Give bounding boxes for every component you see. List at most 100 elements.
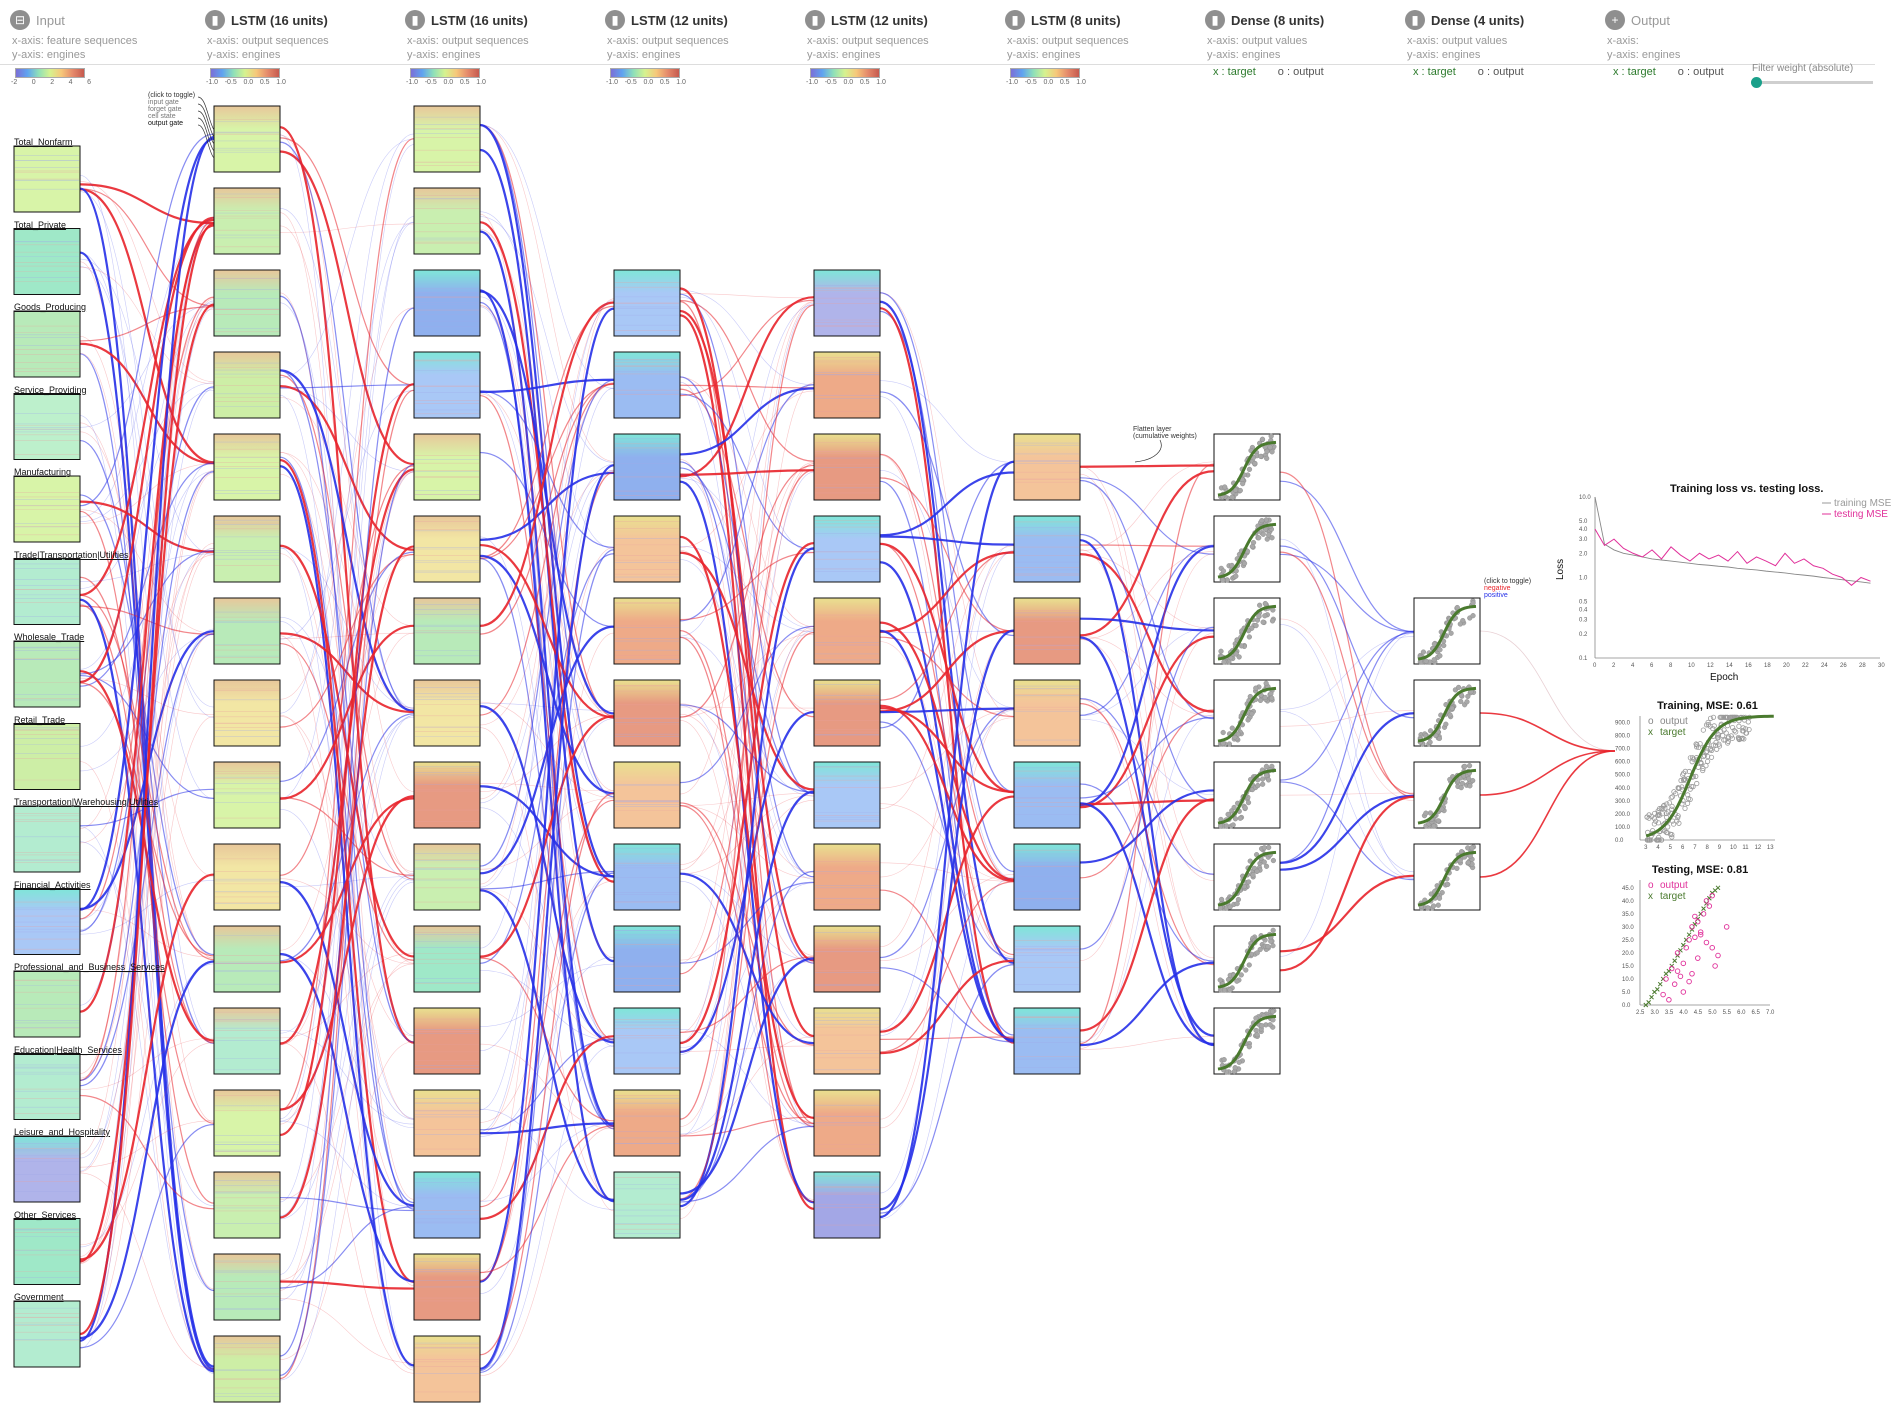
activation-heatmap[interactable] xyxy=(213,1089,281,1157)
trash-icon[interactable]: ▮ xyxy=(805,10,825,30)
activation-heatmap[interactable] xyxy=(213,679,281,747)
input-feature-label[interactable]: Trade|Transportation|Utilities xyxy=(14,549,129,560)
activation-heatmap[interactable] xyxy=(613,433,681,501)
activation-heatmap[interactable] xyxy=(813,351,881,419)
activation-heatmap[interactable] xyxy=(613,351,681,419)
activation-heatmap[interactable] xyxy=(1013,515,1081,583)
activation-heatmap[interactable] xyxy=(413,1335,481,1403)
trash-icon[interactable]: ▮ xyxy=(605,10,625,30)
input-feature-label[interactable]: Goods_Producing xyxy=(14,302,87,312)
activation-heatmap[interactable] xyxy=(413,1089,481,1157)
activation-heatmap[interactable] xyxy=(413,351,481,419)
activation-heatmap[interactable] xyxy=(813,1171,881,1239)
activation-heatmap[interactable] xyxy=(613,761,681,829)
activation-heatmap[interactable] xyxy=(413,597,481,665)
activation-heatmap[interactable] xyxy=(213,515,281,583)
activation-heatmap[interactable] xyxy=(413,925,481,993)
activation-heatmap[interactable] xyxy=(213,925,281,993)
trash-icon[interactable]: ▮ xyxy=(1005,10,1025,30)
input-feature-label[interactable]: Professional_and_Business_Services xyxy=(14,962,165,972)
activation-heatmap[interactable] xyxy=(13,1053,81,1120)
activation-heatmap[interactable] xyxy=(1013,1007,1081,1075)
activation-heatmap[interactable] xyxy=(213,1007,281,1075)
activation-heatmap[interactable] xyxy=(13,310,81,378)
input-feature-label[interactable]: Financial_Activities xyxy=(14,879,91,890)
toggle-hint[interactable]: (click to toggle) xyxy=(1484,578,1532,585)
trash-icon[interactable]: ▮ xyxy=(205,10,225,30)
minus-box-icon[interactable]: ⊟ xyxy=(10,10,30,30)
activation-heatmap[interactable] xyxy=(613,1171,681,1239)
activation-heatmap[interactable] xyxy=(13,970,81,1038)
trash-icon[interactable]: ▮ xyxy=(405,10,425,30)
activation-heatmap[interactable] xyxy=(13,723,81,790)
input-feature-label[interactable]: Leisure_and_Hospitality xyxy=(14,1127,111,1137)
activation-heatmap[interactable] xyxy=(813,515,881,583)
input-feature-label[interactable]: Transportation|Warehousing|Utilities xyxy=(14,797,159,807)
activation-heatmap[interactable] xyxy=(213,1171,281,1239)
activation-heatmap[interactable] xyxy=(413,105,481,173)
activation-heatmap[interactable] xyxy=(13,393,81,460)
activation-heatmap[interactable] xyxy=(613,269,681,337)
toggle-hint[interactable]: (click to toggle) xyxy=(148,92,196,99)
input-feature-label[interactable]: Manufacturing xyxy=(14,467,72,477)
output-scatter-plot[interactable] xyxy=(1213,925,1281,993)
activation-heatmap[interactable] xyxy=(413,187,481,255)
activation-heatmap[interactable] xyxy=(613,843,681,911)
trash-icon[interactable]: ▮ xyxy=(1205,10,1225,30)
activation-heatmap[interactable] xyxy=(13,1135,81,1203)
output-scatter-plot[interactable] xyxy=(1213,433,1281,501)
activation-heatmap[interactable] xyxy=(213,105,281,173)
activation-heatmap[interactable] xyxy=(13,558,81,625)
activation-heatmap[interactable] xyxy=(813,761,881,829)
activation-heatmap[interactable] xyxy=(413,679,481,747)
slider-knob[interactable] xyxy=(1751,77,1762,88)
activation-heatmap[interactable] xyxy=(413,1007,481,1075)
activation-heatmap[interactable] xyxy=(813,597,881,665)
output-scatter-plot[interactable] xyxy=(1413,843,1481,911)
activation-heatmap[interactable] xyxy=(13,1300,81,1368)
input-feature-label[interactable]: Wholesale_Trade xyxy=(14,632,85,642)
output-scatter-plot[interactable] xyxy=(1413,679,1481,747)
activation-heatmap[interactable] xyxy=(813,269,881,337)
trash-icon[interactable]: ▮ xyxy=(1405,10,1425,30)
activation-heatmap[interactable] xyxy=(813,843,881,911)
activation-heatmap[interactable] xyxy=(213,187,281,255)
input-feature-label[interactable]: Other_Services xyxy=(14,1209,77,1220)
activation-heatmap[interactable] xyxy=(613,1089,681,1157)
activation-heatmap[interactable] xyxy=(613,925,681,993)
activation-heatmap[interactable] xyxy=(213,1253,281,1321)
output-scatter-plot[interactable] xyxy=(1213,843,1281,911)
activation-heatmap[interactable] xyxy=(613,515,681,583)
output-scatter-plot[interactable] xyxy=(1213,679,1281,747)
activation-heatmap[interactable] xyxy=(813,679,881,747)
activation-heatmap[interactable] xyxy=(213,269,281,337)
output-scatter-plot[interactable] xyxy=(1413,761,1481,829)
activation-heatmap[interactable] xyxy=(213,761,281,829)
output-scatter-plot[interactable] xyxy=(1213,597,1281,665)
activation-heatmap[interactable] xyxy=(13,640,81,708)
activation-heatmap[interactable] xyxy=(1013,597,1081,665)
activation-heatmap[interactable] xyxy=(613,597,681,665)
output-scatter-plot[interactable] xyxy=(1213,515,1281,583)
activation-heatmap[interactable] xyxy=(213,433,281,501)
input-feature-label[interactable]: Total_Private xyxy=(14,219,67,230)
activation-heatmap[interactable] xyxy=(413,1171,481,1239)
activation-heatmap[interactable] xyxy=(13,805,81,873)
activation-heatmap[interactable] xyxy=(1013,433,1081,501)
activation-heatmap[interactable] xyxy=(613,679,681,747)
activation-heatmap[interactable] xyxy=(13,888,81,955)
activation-heatmap[interactable] xyxy=(413,269,481,337)
activation-heatmap[interactable] xyxy=(1013,761,1081,829)
activation-heatmap[interactable] xyxy=(213,843,281,911)
output-scatter-plot[interactable] xyxy=(1213,1007,1281,1075)
input-feature-label[interactable]: Service_Providing xyxy=(14,384,87,395)
activation-heatmap[interactable] xyxy=(13,475,81,543)
input-feature-label[interactable]: Retail_Trade xyxy=(14,714,66,725)
activation-heatmap[interactable] xyxy=(1013,843,1081,911)
filter-weight-slider[interactable] xyxy=(1751,77,1873,88)
activation-heatmap[interactable] xyxy=(813,433,881,501)
activation-heatmap[interactable] xyxy=(413,843,481,911)
activation-heatmap[interactable] xyxy=(813,1089,881,1157)
